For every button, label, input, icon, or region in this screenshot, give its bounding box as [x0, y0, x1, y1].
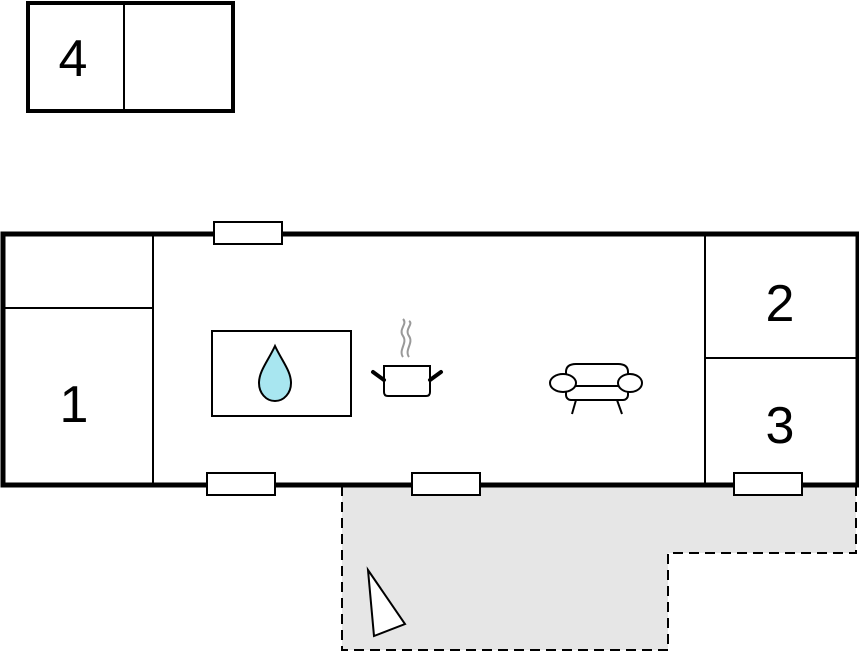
- room-label-1: 1: [60, 376, 89, 434]
- window-bottom-right: [733, 472, 803, 496]
- room-label-4: 4: [59, 30, 88, 88]
- sofa-icon: [549, 363, 643, 415]
- room-label-2: 2: [766, 275, 795, 333]
- room-label-3: 3: [766, 397, 795, 455]
- window-top: [213, 221, 283, 245]
- main-building: [0, 231, 859, 488]
- interior-walls: [3, 234, 858, 485]
- compass-north-icon: [366, 566, 407, 638]
- window-bottom-left: [206, 472, 276, 496]
- cooking-pot-icon: [371, 318, 443, 397]
- water-drop-icon: [257, 343, 293, 403]
- annex-building: [26, 1, 235, 113]
- terrace: [341, 485, 857, 651]
- door-bottom-middle: [411, 472, 481, 496]
